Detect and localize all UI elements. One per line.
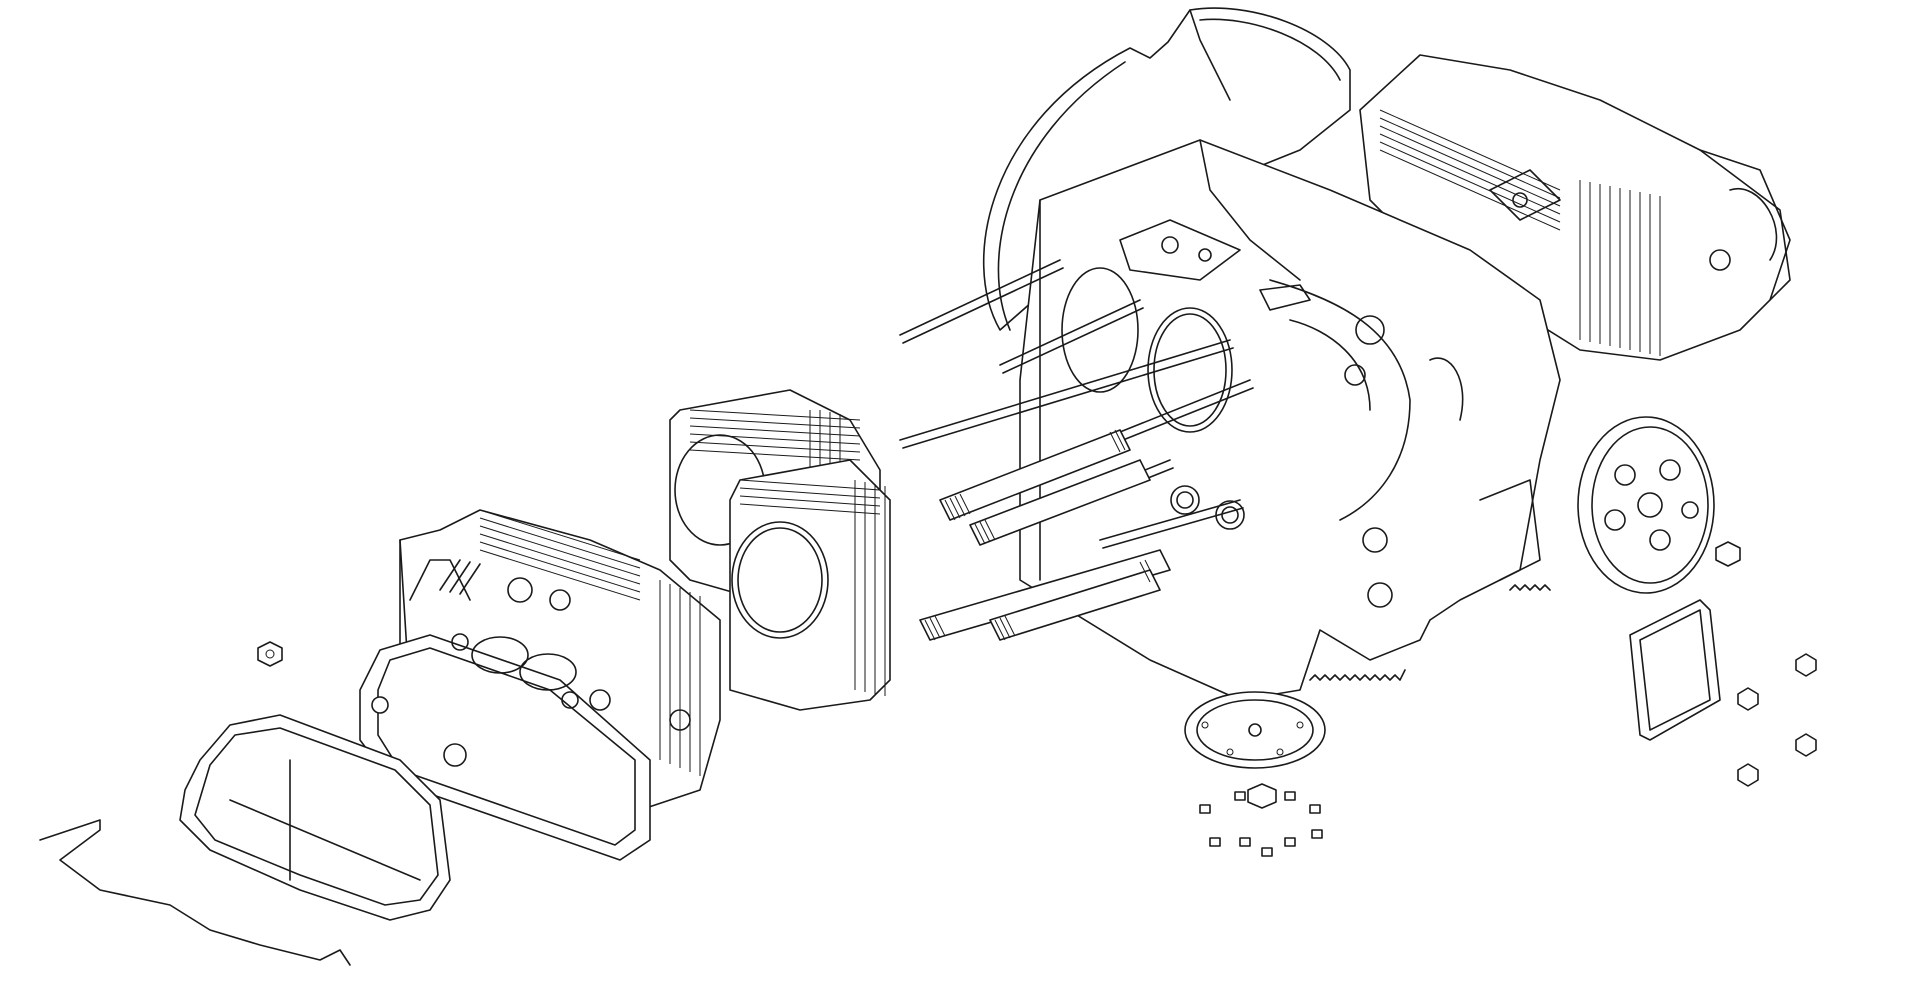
- pushrod-tubes: [919, 429, 1171, 641]
- cooling-fins-right: [1379, 109, 1661, 356]
- valve-cover-gasket: [39, 819, 351, 966]
- rocker-cover-gasket-plate: [359, 559, 651, 861]
- crankshaft-pulley: [1577, 416, 1715, 594]
- strainer-nuts: [1199, 783, 1323, 857]
- oil-strainer-plate: [1184, 691, 1326, 769]
- cylinder-head: [399, 509, 721, 831]
- square-cover-plate: [1629, 599, 1721, 741]
- nut-left: [257, 641, 283, 667]
- valve-cover: [179, 714, 451, 921]
- cylinder-barrel-front: [729, 459, 891, 711]
- right-nuts: [1715, 541, 1817, 787]
- tube-bellows: [924, 429, 1156, 641]
- right-cylinder-bank: [1359, 54, 1791, 361]
